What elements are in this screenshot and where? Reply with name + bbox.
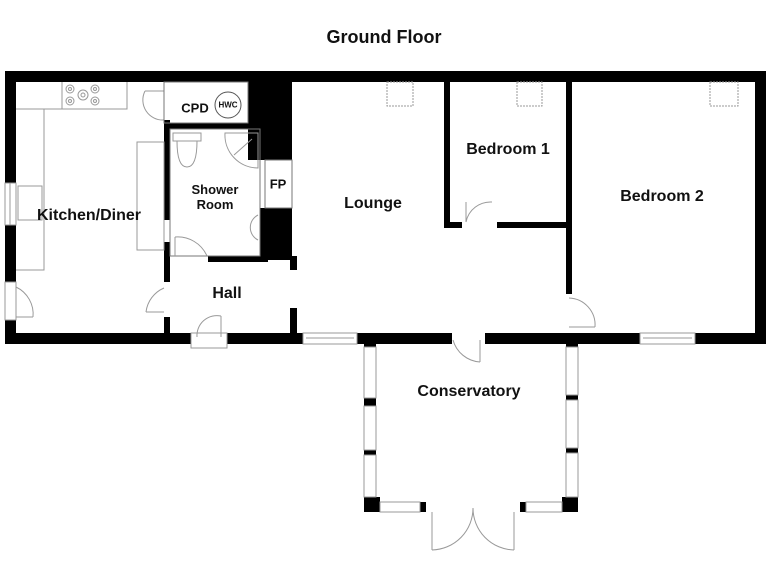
fixture-label-hwc: HWC (218, 100, 238, 110)
fixture-label-fp: FP (269, 176, 287, 192)
shower-room-line1: Shower (191, 182, 239, 198)
room-label-kitchen-diner: Kitchen/Diner (36, 206, 142, 224)
room-label-hall: Hall (212, 284, 242, 302)
room-label-shower-room: Shower Room (191, 182, 239, 213)
room-label-bedroom-2: Bedroom 2 (620, 187, 704, 205)
walls (5, 71, 766, 512)
room-label-bedroom-1: Bedroom 1 (466, 140, 550, 158)
room-label-lounge: Lounge (344, 194, 402, 212)
floor-title: Ground Floor (326, 27, 442, 47)
fixtures (4, 81, 739, 551)
room-label-conservatory: Conservatory (417, 382, 521, 400)
room-label-cpd: CPD (181, 100, 209, 116)
shower-room-line2: Room (196, 197, 234, 212)
